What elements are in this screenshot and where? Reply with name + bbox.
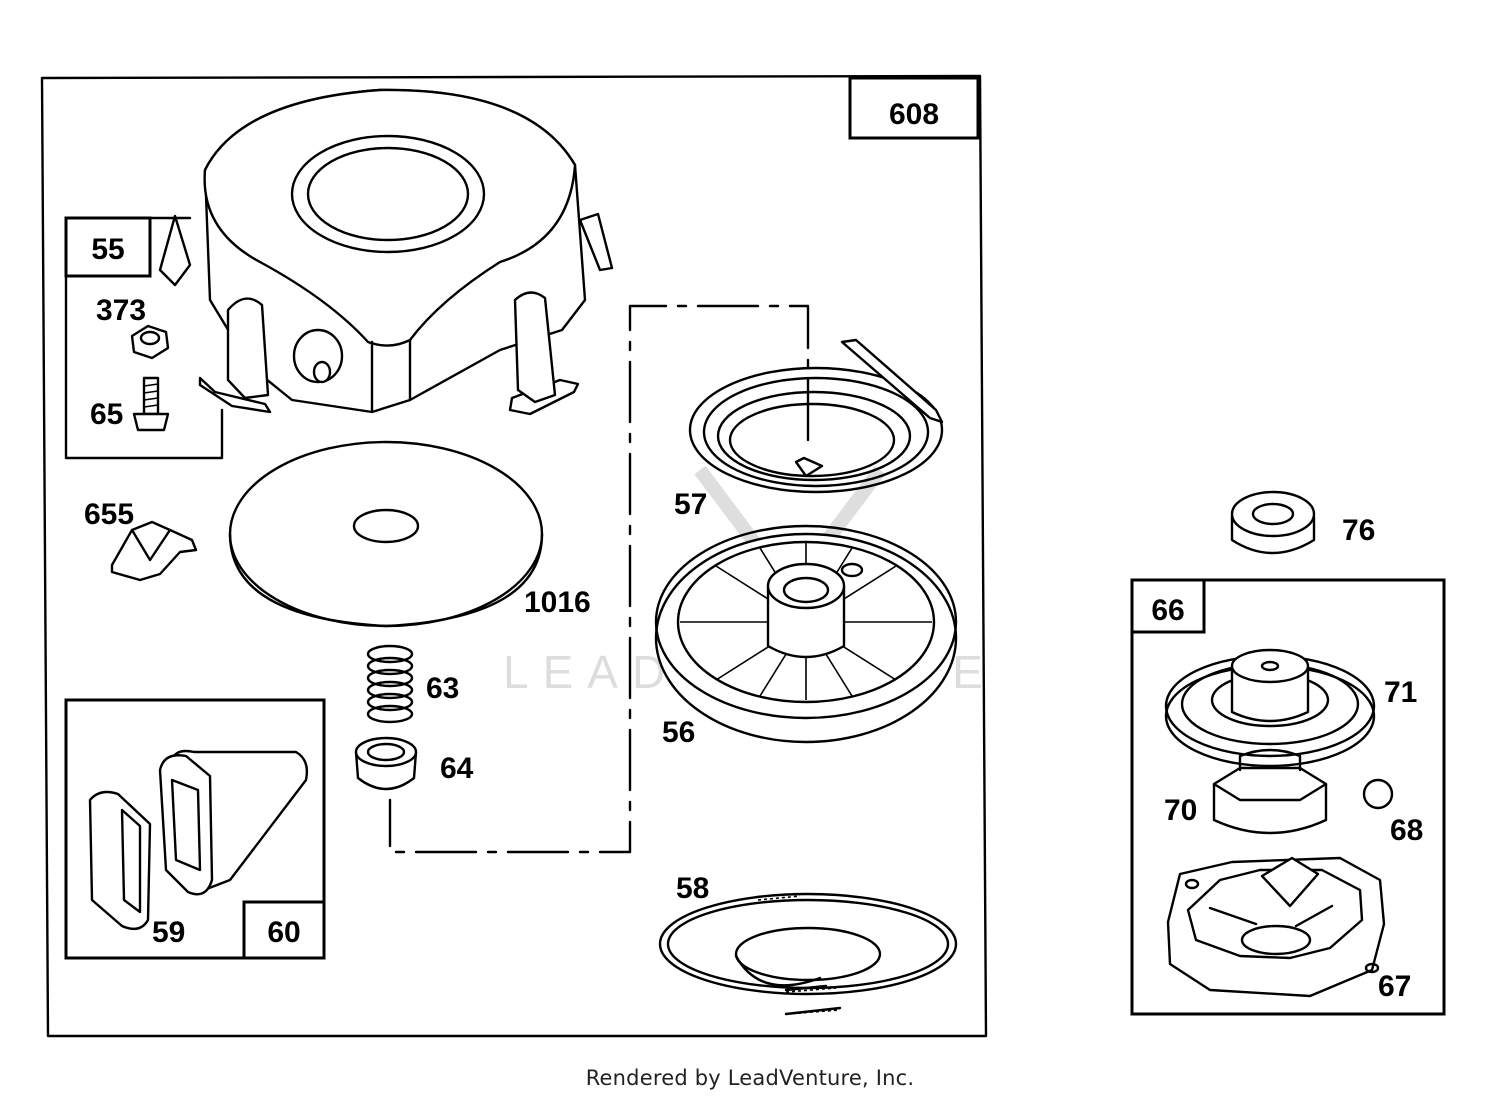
rope-part xyxy=(658,892,958,1016)
footer-credit: Rendered by LeadVenture, Inc. xyxy=(585,1066,915,1090)
retainer-part xyxy=(354,736,418,791)
spring-part xyxy=(366,644,414,724)
part-label-59: 59 xyxy=(152,916,185,949)
part-label-63: 63 xyxy=(426,672,459,705)
part-label-58: 58 xyxy=(676,872,709,905)
main-kit-box: 608 xyxy=(40,74,988,1038)
washer-part xyxy=(1230,490,1316,555)
starter-cup-part xyxy=(1164,648,1376,768)
part-label-70: 70 xyxy=(1164,794,1197,827)
blower-housing xyxy=(158,88,614,416)
kit-box-55: 55 xyxy=(64,216,224,460)
part-label-67: 67 xyxy=(1378,970,1411,1003)
part-label-1016: 1016 xyxy=(524,586,591,619)
kit-box-66: 66 xyxy=(1130,578,1446,1016)
kit-box-60: 60 xyxy=(64,698,326,960)
clip-part xyxy=(110,520,198,582)
box-label-66: 66 xyxy=(1151,594,1184,627)
part-label-71: 71 xyxy=(1384,676,1417,709)
part-label-68: 68 xyxy=(1390,814,1423,847)
handle-part xyxy=(88,749,309,931)
part-label-373: 373 xyxy=(96,294,146,327)
part-label-65: 65 xyxy=(90,398,123,431)
rewind-spring-part xyxy=(688,338,944,494)
plate-part xyxy=(228,440,544,628)
box-label-608: 608 xyxy=(889,98,939,131)
box-label-55: 55 xyxy=(91,233,124,266)
part-label-655: 655 xyxy=(84,498,134,531)
pulley-part xyxy=(654,524,958,744)
part-label-76: 76 xyxy=(1342,514,1375,547)
ball-part xyxy=(1362,778,1394,810)
ratchet-housing-part xyxy=(1166,856,1386,998)
part-label-64: 64 xyxy=(440,752,474,785)
ratchet-part xyxy=(1212,748,1328,835)
box-label-60: 60 xyxy=(267,916,300,949)
part-label-57: 57 xyxy=(674,488,707,521)
assembly-leader-line xyxy=(388,304,810,854)
screw-part xyxy=(132,376,170,432)
nut-part xyxy=(130,324,170,360)
part-label-56: 56 xyxy=(662,716,695,749)
